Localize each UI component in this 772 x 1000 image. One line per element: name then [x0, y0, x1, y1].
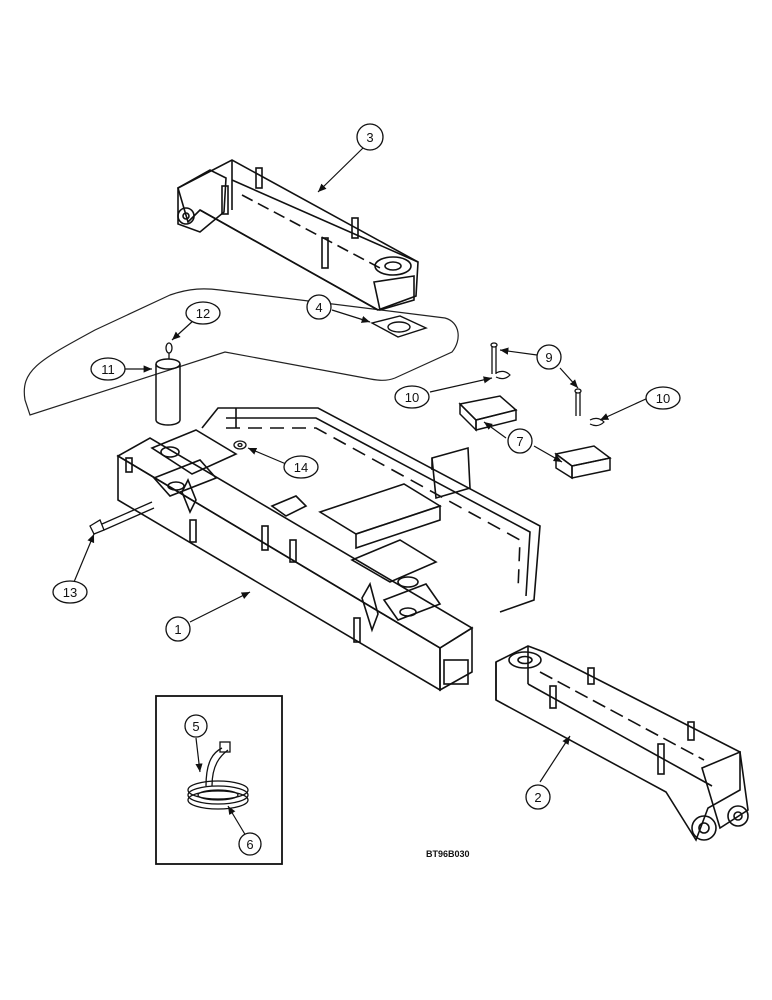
harness-part-5-6	[187, 741, 249, 810]
fitting-part-12	[165, 342, 173, 359]
svg-text:4: 4	[315, 300, 322, 315]
clips-part-10	[495, 370, 605, 427]
svg-text:10: 10	[656, 391, 670, 406]
svg-text:14: 14	[294, 460, 308, 475]
svg-text:1: 1	[174, 622, 181, 637]
upper-arm-part-3	[177, 159, 419, 312]
svg-text:9: 9	[545, 350, 552, 365]
svg-text:5: 5	[192, 719, 199, 734]
callout-14: 14	[283, 455, 319, 479]
svg-text:7: 7	[516, 434, 523, 449]
callout-10-right: 10	[645, 386, 681, 410]
callout-4: 4	[306, 294, 332, 320]
callout-12: 12	[185, 301, 221, 325]
callout-6: 6	[238, 832, 262, 856]
figure-code: BT96B030	[426, 849, 470, 859]
brackets-part-7	[458, 395, 612, 480]
callout-7: 7	[507, 428, 533, 454]
callout-13: 13	[52, 580, 88, 604]
callout-9: 9	[536, 344, 562, 370]
svg-text:12: 12	[196, 306, 210, 321]
callout-5: 5	[184, 714, 208, 738]
nut-part-14	[233, 440, 247, 450]
inset-box	[155, 695, 283, 865]
bolt-part-13	[89, 501, 155, 535]
plate-part-4	[370, 315, 428, 338]
svg-text:10: 10	[405, 390, 419, 405]
svg-text:13: 13	[63, 585, 77, 600]
group-outline	[23, 288, 459, 416]
callout-3: 3	[356, 123, 384, 151]
svg-text:3: 3	[366, 130, 373, 145]
callout-10-left: 10	[394, 385, 430, 409]
callout-1: 1	[165, 616, 191, 642]
callout-11: 11	[90, 357, 126, 381]
svg-text:11: 11	[101, 362, 115, 377]
pin-part-11	[155, 358, 181, 426]
svg-text:6: 6	[246, 837, 253, 852]
svg-text:2: 2	[534, 790, 541, 805]
lower-arm-part-2	[495, 645, 749, 842]
main-frame-part-1	[116, 407, 541, 692]
callout-leaders	[73, 147, 649, 837]
pins-part-9	[490, 342, 582, 416]
callout-2: 2	[525, 784, 551, 810]
